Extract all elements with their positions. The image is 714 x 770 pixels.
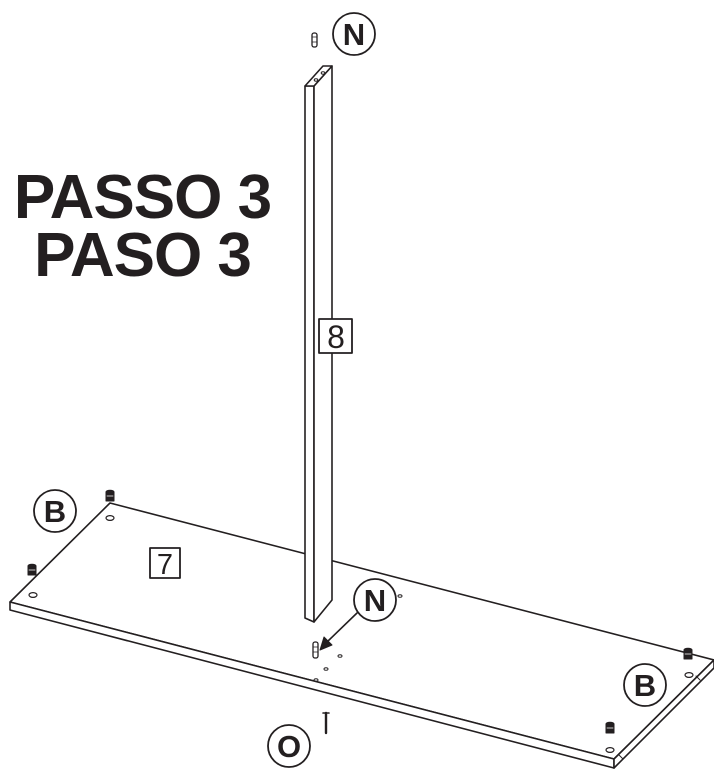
dowel-base	[312, 641, 319, 659]
base-panel-label: 7	[157, 549, 173, 581]
screw-label: O	[277, 729, 301, 764]
upright-top-face	[304, 65, 333, 87]
base-hole	[397, 594, 403, 598]
foot-right-label: B	[634, 668, 656, 703]
step-title-es: PASO 3	[34, 221, 252, 290]
upright-front-face	[304, 85, 315, 623]
dowel-arrow	[319, 612, 358, 651]
foot-left-label: B	[44, 494, 66, 529]
edge-mark	[618, 754, 624, 760]
base-hole	[337, 654, 343, 658]
dowel-top-callout	[332, 12, 376, 56]
upright-panel-label-box	[318, 318, 353, 354]
base-hole	[684, 671, 694, 678]
base-panel-label-box	[149, 547, 181, 579]
base-panel-side-edge	[613, 659, 714, 769]
upright-hole	[313, 78, 319, 82]
dowel-base-label: N	[364, 583, 386, 618]
dowel-top	[311, 32, 318, 48]
dowel-base-callout	[353, 578, 397, 622]
screw	[322, 711, 330, 735]
foot-left-rear	[105, 489, 115, 502]
foot-right-callout	[623, 663, 667, 707]
dowel-top-label: N	[343, 17, 365, 52]
base-hole	[605, 746, 615, 753]
upright-panel-label: 8	[327, 319, 345, 355]
base-panel	[9, 502, 714, 769]
base-hole	[28, 591, 38, 598]
base-hole	[105, 514, 115, 521]
foot-left-front	[27, 563, 37, 576]
foot-right-rear	[683, 647, 693, 660]
foot-left-callout	[33, 489, 77, 533]
screw-callout	[267, 724, 311, 768]
step-title-pt: PASSO 3	[13, 163, 272, 232]
edge-mark	[695, 675, 701, 681]
base-hole	[323, 667, 329, 671]
base-hole	[313, 678, 319, 682]
foot-right-front	[605, 721, 615, 734]
upright-hole	[320, 71, 326, 75]
